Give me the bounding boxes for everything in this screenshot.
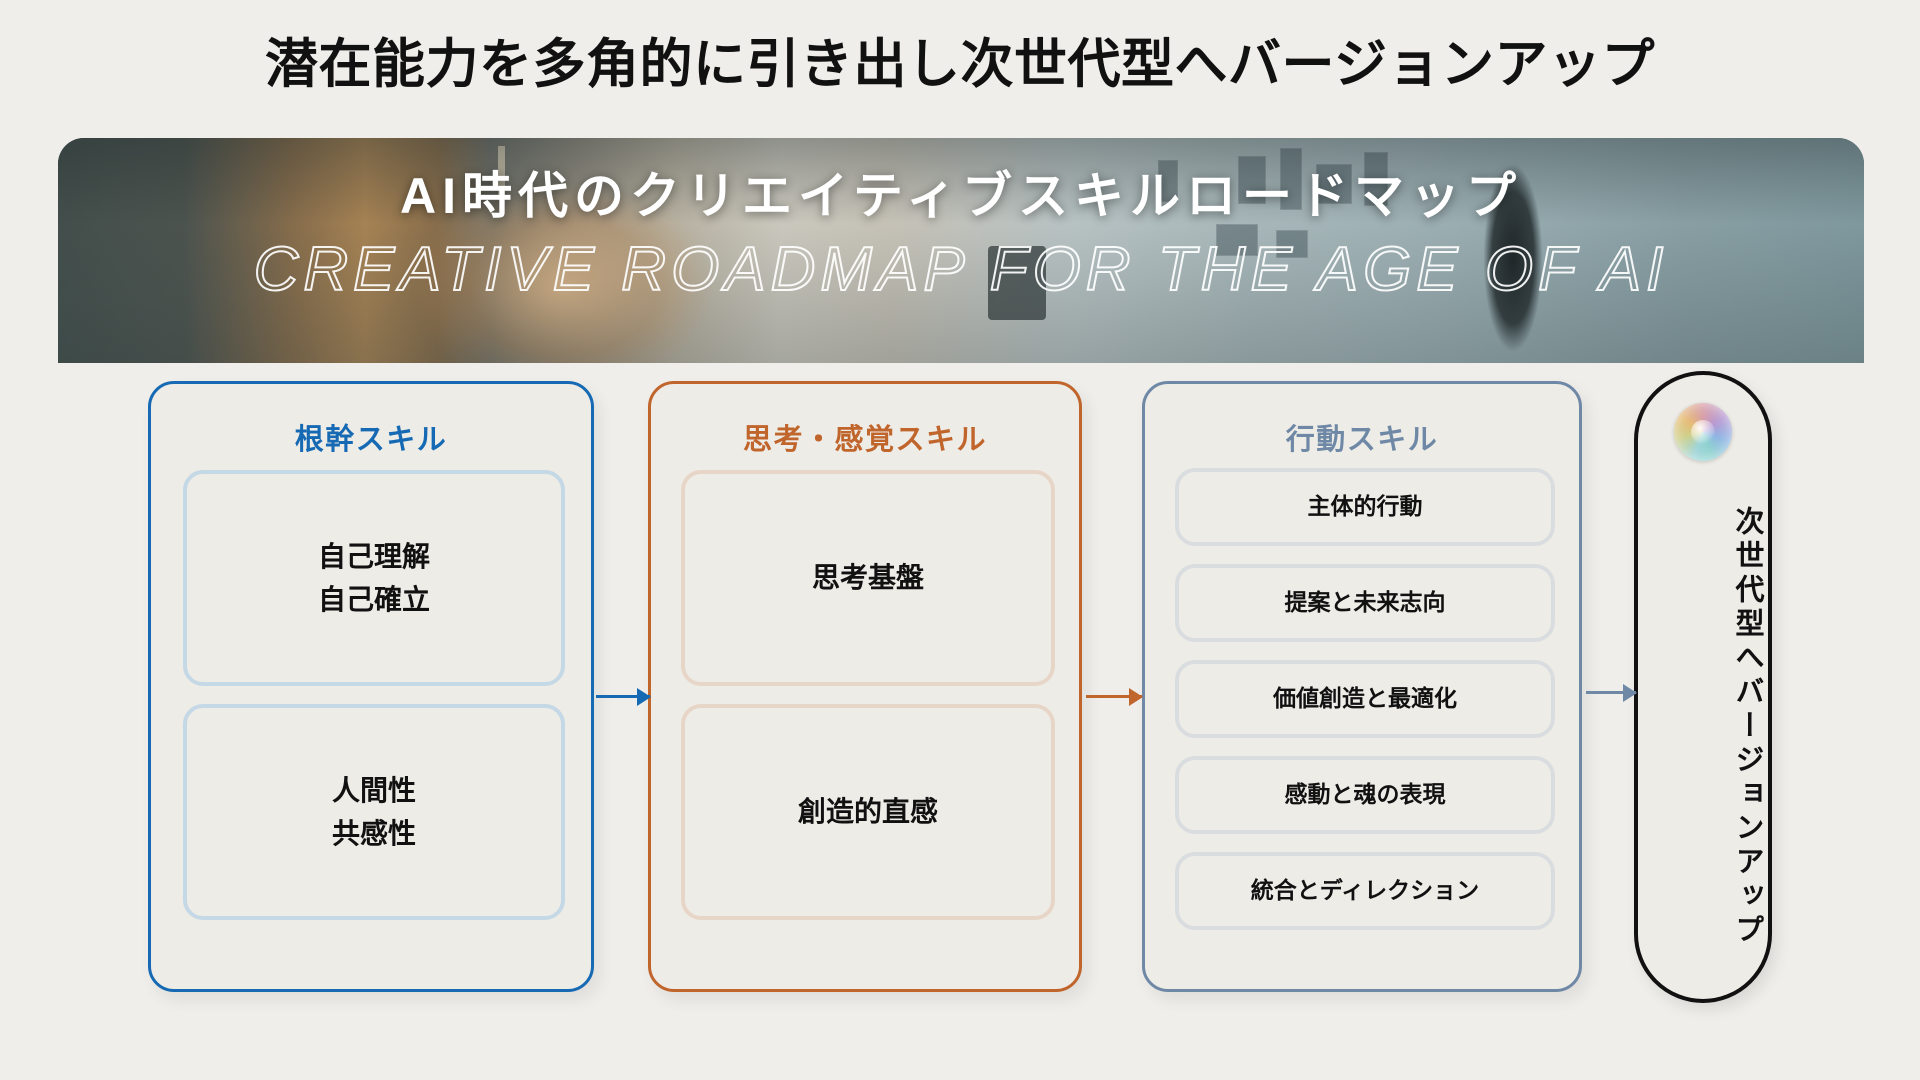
hero-title-ja: AI時代のクリエイティブスキルロードマップ [400, 168, 1522, 224]
skill-card-text: 自己理解 自己確立 [318, 535, 430, 622]
arrow-col2-to-col3 [1086, 695, 1142, 698]
skill-card-self-understanding[interactable]: 自己理解 自己確立 [183, 470, 565, 686]
hero-title-en: CREATIVE ROADMAP FOR THE AGE OF AI [253, 234, 1669, 305]
column-foundation-skills[interactable]: 根幹スキル 自己理解 自己確立 人間性 共感性 [148, 381, 594, 992]
result-pill-next-generation[interactable]: 次世代型へバージョンアップ [1634, 371, 1772, 1003]
column-title-thinking: 思考・感覚スキル [742, 424, 987, 456]
skill-card-humanity[interactable]: 人間性 共感性 [183, 704, 565, 920]
skill-line-2: 共感性 [331, 818, 416, 849]
skill-card-thinking-base[interactable]: 思考基盤 [681, 470, 1055, 686]
skill-card-text: 創造的直感 [797, 796, 938, 828]
column-title-action: 行動スキル [1285, 424, 1439, 456]
action-card-proactive[interactable]: 主体的行動 [1175, 468, 1555, 546]
skill-card-creative-intuition[interactable]: 創造的直感 [681, 704, 1055, 920]
action-card-text: 主体的行動 [1307, 493, 1423, 520]
action-card-text: 提案と未来志向 [1284, 589, 1446, 616]
skill-card-text: 思考基盤 [811, 562, 924, 594]
skill-card-text: 人間性 共感性 [332, 769, 416, 856]
arrow-col1-to-col2 [596, 695, 650, 698]
gradient-orb-icon [1674, 403, 1732, 461]
action-card-value-creation[interactable]: 価値創造と最適化 [1175, 660, 1555, 738]
arrow-col3-to-result [1586, 691, 1636, 694]
action-card-proposal-future[interactable]: 提案と未来志向 [1175, 564, 1555, 642]
action-card-text: 感動と魂の表現 [1284, 781, 1446, 808]
hero-banner: AI時代のクリエイティブスキルロードマップ CREATIVE ROADMAP F… [58, 138, 1864, 363]
action-card-text: 統合とディレクション [1250, 877, 1480, 904]
action-card-emotion-expression[interactable]: 感動と魂の表現 [1175, 756, 1555, 834]
page-title: 潜在能力を多角的に引き出し次世代型へバージョンアップ [265, 35, 1655, 94]
action-card-integration-direction[interactable]: 統合とディレクション [1175, 852, 1555, 930]
column-title-foundation: 根幹スキル [294, 424, 448, 456]
skill-line-1: 人間性 [331, 774, 416, 806]
skill-line-2: 自己確立 [317, 584, 430, 615]
column-thinking-sense-skills[interactable]: 思考・感覚スキル 思考基盤 創造的直感 [648, 381, 1082, 992]
action-card-text: 価値創造と最適化 [1273, 685, 1457, 712]
hero-background-photo [58, 138, 1864, 363]
result-pill-label: 次世代型へバージョンアップ [1731, 506, 1763, 948]
skill-line-1: 自己理解 [317, 540, 430, 572]
column-action-skills[interactable]: 行動スキル 主体的行動 提案と未来志向 価値創造と最適化 感動と魂の表現 統合と… [1142, 381, 1582, 992]
